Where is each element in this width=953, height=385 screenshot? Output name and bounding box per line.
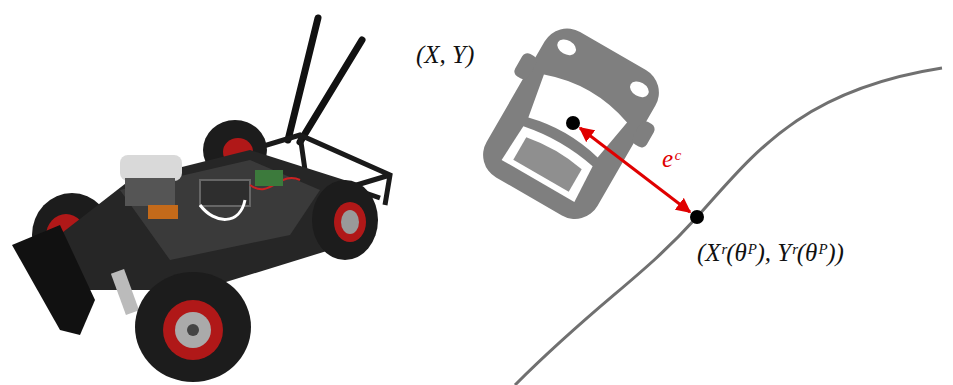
position-label: (X, Y) xyxy=(416,40,474,70)
reference-point-dot xyxy=(690,210,704,224)
rc-car xyxy=(12,18,390,382)
car-position-dot xyxy=(566,116,580,130)
error-arrow xyxy=(580,128,690,212)
reference-path xyxy=(515,68,942,385)
reference-point-label: (Xʳ(θᴾ), Yʳ(θᴾ)) xyxy=(697,238,844,268)
error-label: eᶜ xyxy=(662,144,680,174)
car-icon xyxy=(463,13,679,234)
